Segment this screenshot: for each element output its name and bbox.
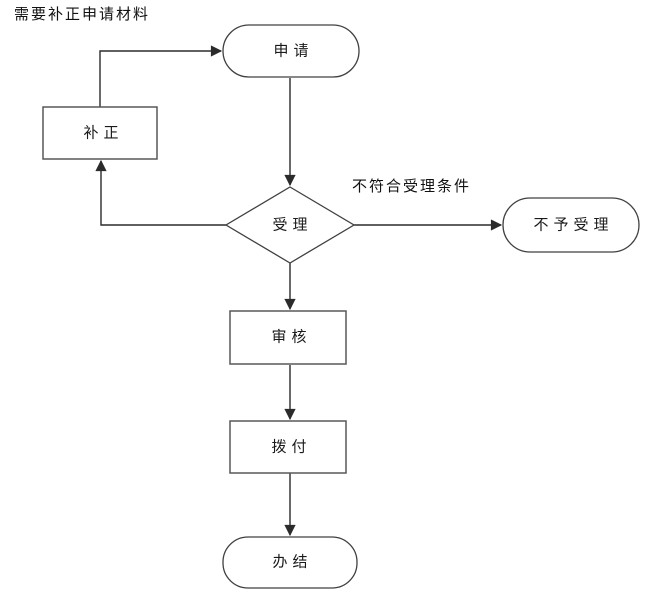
node-review-shape	[229, 310, 347, 365]
edge-label-reject-condition: 不符合受理条件	[352, 179, 472, 195]
node-review-label: 审核	[271, 329, 312, 346]
node-apply-shape	[222, 24, 360, 78]
node-complete-shape	[222, 536, 358, 589]
node-correct-label: 补正	[83, 125, 124, 142]
edge-accept-to-correct	[95, 159, 226, 226]
node-accept-label: 受理	[272, 217, 313, 234]
node-disburse-label: 拨付	[271, 439, 312, 456]
edge-correct-to-apply	[99, 45, 223, 107]
node-disburse-shape	[229, 420, 347, 474]
node-accept-shape	[224, 186, 356, 264]
note-need-correction: 需要补正申请材料	[14, 7, 151, 23]
node-apply-label: 申请	[273, 43, 314, 60]
node-correct-shape	[42, 106, 158, 160]
node-reject-label: 不予受理	[533, 217, 614, 234]
node-complete-label: 办结	[272, 554, 313, 571]
node-reject-shape	[502, 197, 640, 253]
